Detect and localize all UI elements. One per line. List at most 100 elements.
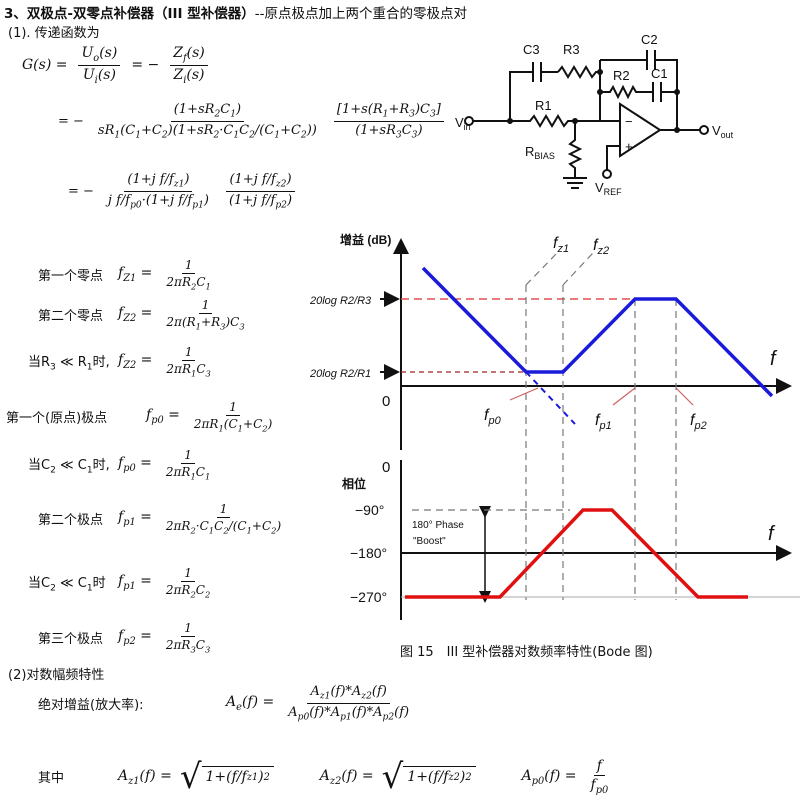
tf-line-1: G(s) = Uo(s)Ui(s) = − Zf(s)Zi(s): [22, 45, 211, 86]
circuit-diagram: C3 R3 C2 R2 C1 R1 Vin RBIAS VREF Vout − …: [455, 32, 734, 197]
wire: [599, 59, 678, 130]
den: (1+sR3C3): [355, 122, 423, 141]
gain-zero-label: 0: [382, 393, 390, 410]
den: 2πR1C1: [165, 465, 211, 482]
heading-rest: --原点极点加上两个重合的零极点对: [254, 6, 468, 22]
definition-symbol: fZ2 =: [118, 352, 153, 372]
resistor-r2-icon: [600, 84, 677, 100]
fraction: Uo(s)Ui(s): [78, 45, 121, 86]
definition-symbol: fp0 =: [146, 407, 180, 427]
capacitor-c3-icon: [532, 62, 542, 82]
gain-formula: 绝对增益(放大率): Ae(f) = Az1(f)*Az2(f)Ap0(f)*A…: [38, 684, 415, 722]
boost-label-1: 180° Phase: [412, 520, 464, 531]
ap0-lhs: Ap0(f) =: [521, 767, 577, 787]
label-vout: Vout: [712, 123, 734, 140]
label-r2: R2: [613, 68, 630, 83]
fraction: (1+sR2C1)sR1(C1+C2)(1+sR2·C1C2/(C1+C2)): [95, 102, 320, 140]
den: 2πR1(C1+C2): [193, 417, 273, 434]
fraction: Zf(s)Zi(s): [170, 45, 208, 86]
pole-pointers: [509, 387, 694, 406]
num: Az1(f)*Az2(f): [307, 684, 390, 704]
fraction: Az1(f)*Az2(f)Ap0(f)*Ap1(f)*Ap2(f): [285, 684, 412, 722]
num: 1: [181, 566, 195, 582]
phase-f-label: f: [768, 523, 776, 545]
definition-label: 第二个零点: [38, 309, 104, 325]
phase-axis-label: 相位: [342, 476, 366, 491]
fraction: [1+s(R1+R3)C3](1+sR3C3): [333, 102, 444, 141]
num: 1: [181, 258, 196, 274]
opamp-icon: [619, 102, 662, 158]
fz2-label: fz2: [593, 237, 609, 257]
level-hi-label: 20log R2/R3: [309, 295, 372, 307]
label-vref: VREF: [595, 180, 622, 197]
tf-lhs: G(s) =: [22, 57, 68, 74]
num: (1+j f/fz2): [226, 172, 295, 192]
level-lo-label: 20log R2/R1: [309, 368, 371, 380]
label-c2: C2: [641, 32, 658, 47]
tf-line-3: = − (1+j f/fz1)j f/fp0·(1+j f/fp1) (1+j …: [68, 172, 298, 210]
equals: = −: [131, 57, 160, 74]
den: j f/fp0·(1+j f/fp1): [107, 192, 209, 211]
den: (1+j f/fp2): [228, 192, 293, 211]
definition-symbol: fp2 =: [118, 628, 152, 648]
subsection-2: (2)对数幅频特性: [8, 668, 105, 683]
definition-label: 第一个(原点)极点: [6, 411, 108, 427]
gain-axis-label: 增益 (dB): [340, 232, 391, 247]
resistor-rbias-ground-icon: [563, 121, 587, 189]
fp2-label: fp2: [690, 412, 707, 432]
definition-symbol: fZ1 =: [118, 265, 153, 285]
break-frequency-guides: [412, 251, 677, 600]
num: f: [593, 758, 605, 776]
label-vin: Vin: [455, 115, 471, 132]
resistor-r3-icon: [557, 65, 600, 79]
wire: [606, 145, 620, 170]
den: Ui(s): [82, 66, 116, 86]
phase-270-label: −270°: [350, 589, 387, 605]
definition-label: 当R3 ≪ R1时,: [28, 354, 110, 373]
num: (1+sR2C1): [170, 102, 245, 122]
den: 2πR2·C1C2/(C1+C2): [165, 519, 282, 536]
num: 1: [226, 400, 240, 416]
figure-caption: 图 15 III 型补偿器对数频率特性(Bode 图): [400, 645, 653, 660]
phase-90-label: −90°: [355, 502, 384, 518]
vref-terminal-icon: [602, 169, 612, 179]
az2-lhs: Az2(f) =: [319, 767, 374, 787]
az1-lhs: Az1(f) =: [118, 767, 172, 787]
gain-lhs: Ae(f) =: [226, 693, 275, 713]
heading-bold: 3、双极点-双零点补偿器（III 型补偿器）: [4, 6, 255, 22]
num: 1: [181, 448, 195, 464]
num: 1: [181, 345, 196, 361]
fraction: (1+j f/fz1)j f/fp0·(1+j f/fp1): [105, 172, 212, 210]
num: Uo(s): [78, 45, 121, 66]
wire: [509, 71, 558, 120]
section-heading: 3、双极点-双零点补偿器（III 型补偿器）--原点极点加上两个重合的零极点对: [4, 2, 467, 22]
label-c1: C1: [651, 66, 668, 81]
den: 2πR2C1: [166, 275, 211, 292]
num: (1+j f/fz1): [124, 172, 193, 192]
capacitor-c1-icon: [652, 82, 662, 102]
den: 2π(R1+R3)C3: [166, 315, 245, 332]
num: 1: [198, 298, 213, 314]
num: 1: [216, 502, 231, 518]
definition-label: 当C2 ≪ C1时,: [28, 457, 110, 476]
label-r1: R1: [535, 98, 552, 113]
den: 2πR1C3: [166, 362, 211, 379]
definition-label: 第二个极点: [38, 513, 104, 529]
boost-label-2: "Boost": [413, 536, 446, 547]
definition-label: 当C2 ≪ C1时: [28, 575, 106, 594]
definition-label: 第三个极点: [38, 632, 104, 648]
tf-line-2: = − (1+sR2C1)sR1(C1+C2)(1+sR2·C1C2/(C1+C…: [58, 102, 447, 140]
label-r3: R3: [563, 42, 580, 57]
